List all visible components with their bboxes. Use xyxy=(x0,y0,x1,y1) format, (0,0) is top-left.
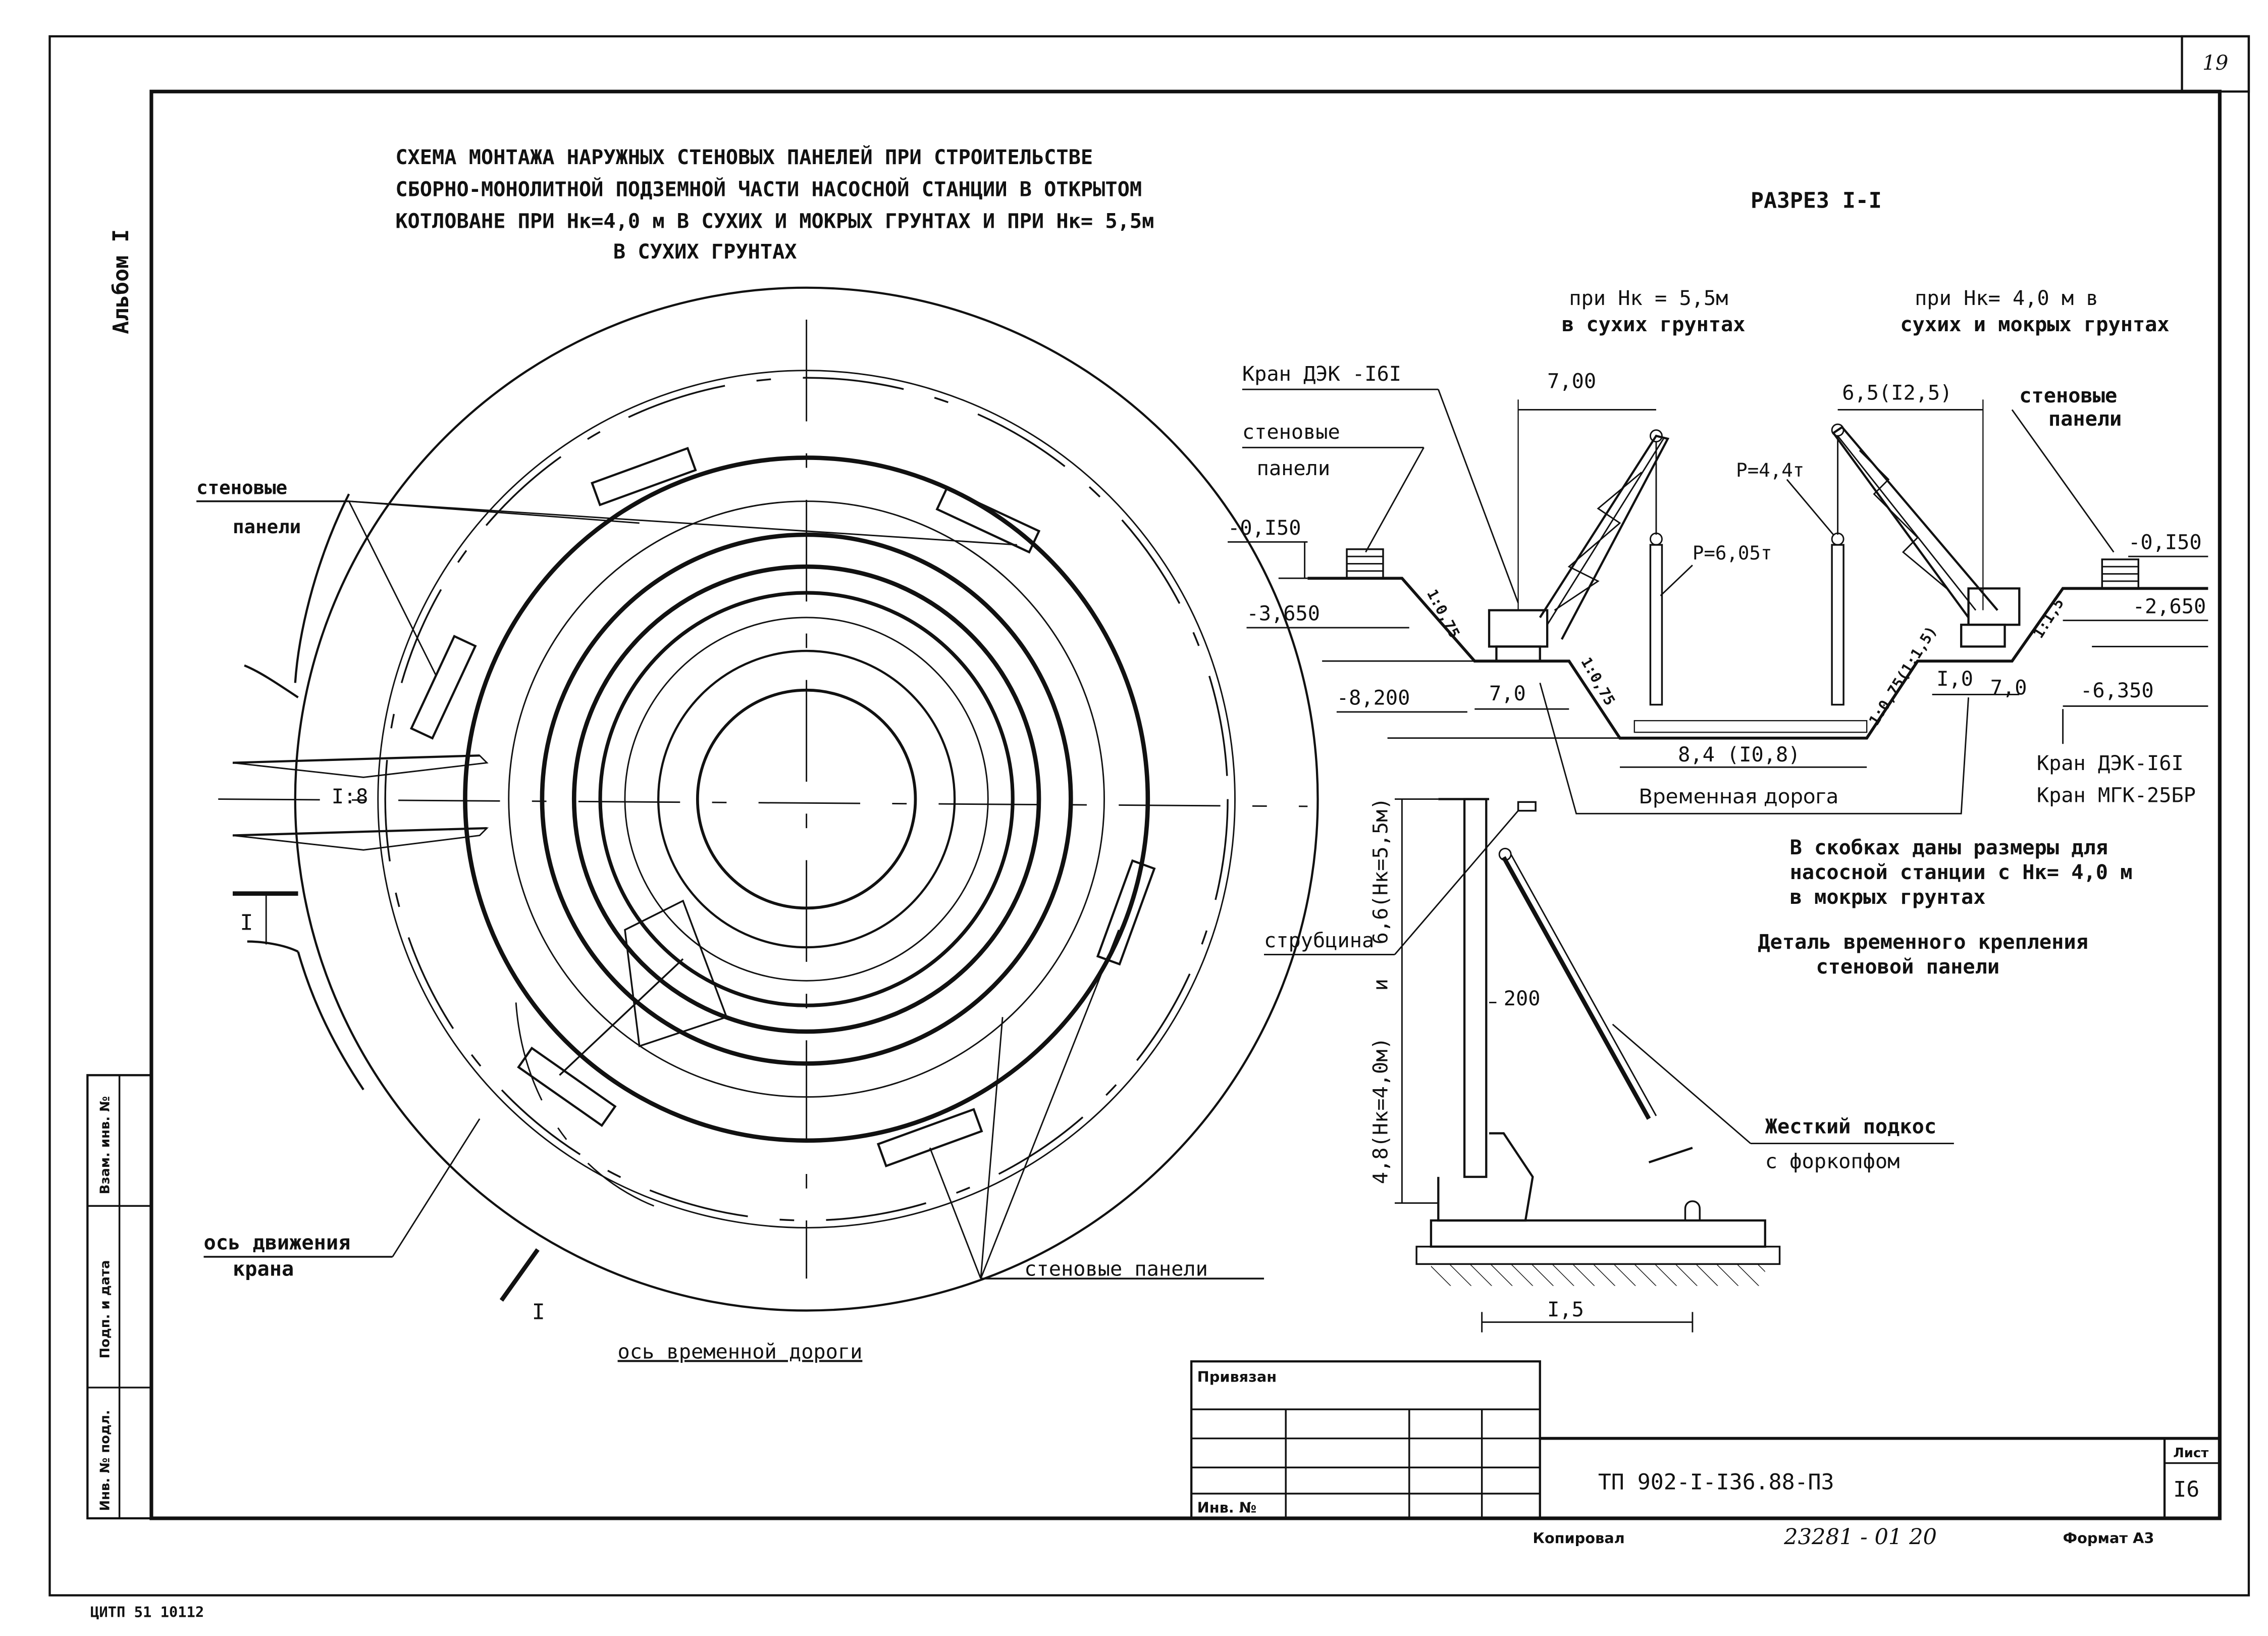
album-label: Альбом I xyxy=(109,229,134,334)
plan-slope: I:8 xyxy=(332,785,368,808)
dim-vertical-2: 4,8(Нк=4,0м) xyxy=(1369,1037,1393,1184)
plan-title-line-2: СБОРНО-МОНОЛИТНОЙ ПОДЗЕМНОЙ ЧАСТИ НАСОСН… xyxy=(395,177,1142,201)
tb-inv-label: Инв. № xyxy=(1197,1499,1257,1516)
brace-label-1: Жесткий подкос xyxy=(1765,1115,1936,1138)
inner-frame xyxy=(149,89,2222,1520)
bottom-code: ЦИТП 51 10112 xyxy=(90,1604,204,1621)
crane-right-2: Кран МГК-25БР xyxy=(2037,784,2196,807)
dim-84: 8,4 (I0,8) xyxy=(1678,743,1800,766)
section-title: РАЗРЕЗ I-I xyxy=(1751,188,1882,213)
detail-title-2: стеновой панели xyxy=(1816,955,1999,979)
tb-format-label: Формат А3 xyxy=(2063,1529,2154,1547)
plan-panels-bottom: стеновые панели xyxy=(1024,1257,1208,1281)
clamp-label: струбцина xyxy=(1264,929,1374,952)
plan-title-line-1: СХЕМА МОНТАЖА НАРУЖНЫХ СТЕНОВЫХ ПАНЕЛЕЙ … xyxy=(395,145,1093,169)
plan-panels-label-1: стеновые xyxy=(196,476,287,498)
note-1: В скобках даны размеры для xyxy=(1790,836,2108,859)
note-2: насосной станции с Нк= 4,0 м xyxy=(1790,861,2133,884)
level-left-2: -3,650 xyxy=(1247,602,1320,626)
dim-70-right: 7,0 xyxy=(1990,676,2027,699)
plan-title-line-3: КОТЛОВАНЕ ПРИ Нк=4,0 м В СУХИХ И МОКРЫХ … xyxy=(395,210,1154,233)
section-mark-bottom: I xyxy=(532,1300,545,1325)
plan-view: стеновые панели I:8 I I ось движения кра… xyxy=(196,286,1319,1363)
detail-title-1: Деталь временного крепления xyxy=(1758,931,2088,954)
right-case-1: при Нк= 4,0 м в xyxy=(1915,287,2098,310)
stamp-inv-podl: Инв. № подл. xyxy=(97,1410,113,1511)
road-axis-label: ось временной дороги xyxy=(618,1340,863,1363)
crane-axis-label-2: крана xyxy=(233,1257,294,1281)
dim-65: 6,5(I2,5) xyxy=(1842,381,1952,404)
slope-1: 1:0,75 xyxy=(1423,586,1463,641)
section-panels-left-1: стеновые xyxy=(1242,421,1340,444)
tb-copied-label: Копировал xyxy=(1533,1529,1624,1547)
section-mark-top: I xyxy=(240,910,253,936)
crane-axis-label-1: ось движения xyxy=(203,1232,350,1255)
section-panels-right-1: стеновые xyxy=(2019,384,2117,407)
dim-200: 200 xyxy=(1504,987,1541,1010)
level-right-2: -2,650 xyxy=(2133,595,2206,618)
crane-left-label: Кран ДЭК -I6I xyxy=(1242,363,1401,386)
note-3: в мокрых грунтах xyxy=(1790,886,1986,909)
tb-copy-number: 23281 - 01 20 xyxy=(1783,1525,1937,1550)
brace-label-2: с форкопфом xyxy=(1765,1150,1900,1173)
level-left-1: -0,I50 xyxy=(1228,517,1301,540)
dim-10: I,0 xyxy=(1936,668,1973,691)
dim-700: 7,00 xyxy=(1547,370,1596,393)
page-number: 19 xyxy=(2202,52,2228,75)
level-right-1: -0,I50 xyxy=(2128,531,2201,554)
tb-doc-code: ТП 902-I-I36.88-ПЗ xyxy=(1598,1469,1834,1495)
load-605: P=6,05т xyxy=(1693,542,1772,564)
load-44: P=4,4т xyxy=(1736,459,1804,481)
page-number-box xyxy=(2181,35,2250,93)
dim-vertical-and: и xyxy=(1369,979,1393,991)
slope-3: 1:0,75(1:1,5) xyxy=(1865,623,1940,728)
left-case-2: в сухих грунтах xyxy=(1562,313,1746,336)
temp-road-label: Временная дорога xyxy=(1639,785,1838,808)
section-panels-left-2: панели xyxy=(1257,457,1330,480)
right-case-2: сухих и мокрых грунтах xyxy=(1900,313,2169,336)
stamp-vzam-inv: Взам. инв. № xyxy=(97,1096,113,1195)
side-stamp: Инв. № подл. Подп. и дата Взам. инв. № xyxy=(86,1074,153,1520)
plan-title-line-4: В СУХИХ ГРУНТАХ xyxy=(613,240,797,264)
dim-15: I,5 xyxy=(1547,1298,1584,1321)
level-right-3: -6,350 xyxy=(2080,679,2153,702)
tb-sheet-label: Лист xyxy=(2173,1446,2208,1461)
outer-frame xyxy=(48,35,2250,1597)
crane-right-1: Кран ДЭК-I6I xyxy=(2037,752,2184,775)
title-block: Привязан Инв. № ТП 902-I-I36.88-ПЗ Лист … xyxy=(1190,1360,2220,1550)
level-left-3: -8,200 xyxy=(1337,687,1410,710)
section-panels-right-2: панели xyxy=(2048,407,2122,431)
dim-vertical-1: 6,6(Нк=5,5м) xyxy=(1369,797,1393,944)
plan-panels-label-2: панели xyxy=(233,516,301,538)
dim-70-left: 7,0 xyxy=(1489,682,1526,705)
tb-sheet-num: I6 xyxy=(2173,1477,2199,1502)
slope-4: 1:1,5 xyxy=(2030,595,2068,641)
left-case-1: при Нк = 5,5м xyxy=(1569,287,1728,310)
detail-view: Деталь временного крепления стеновой пан… xyxy=(1264,797,2088,1333)
stamp-podp-data: Подп. и дата xyxy=(97,1260,113,1358)
tb-bound-label: Привязан xyxy=(1197,1368,1277,1385)
